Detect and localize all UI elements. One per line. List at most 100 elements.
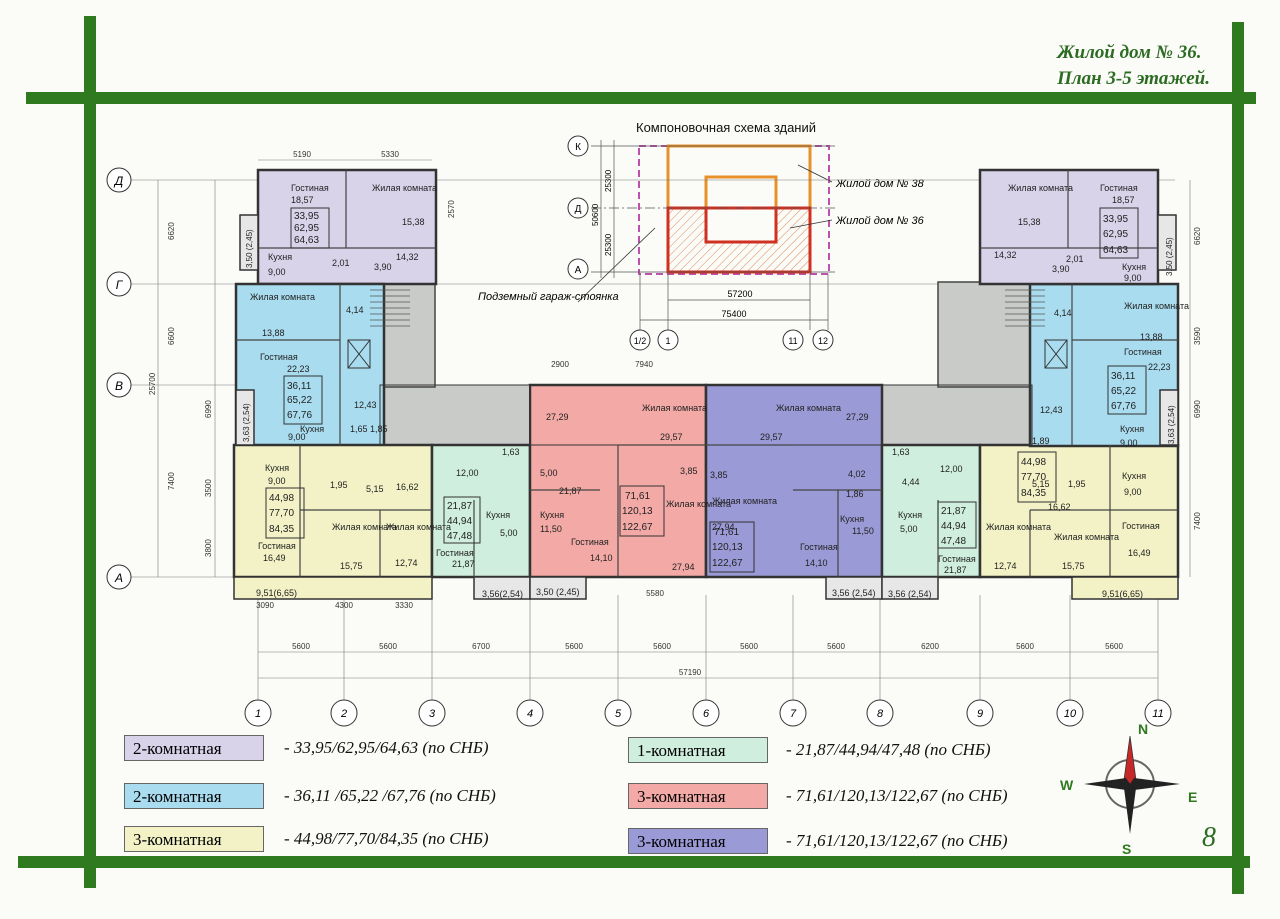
yl-areas-box: 44,98 77,70 84,35 xyxy=(265,487,305,539)
plan-labels: Гостиная 18,57 Жилая комната 15,38 Кухня… xyxy=(242,183,1189,599)
gr-bath: 1,63 xyxy=(892,447,910,457)
blue-area-2: 120,13 xyxy=(712,542,743,553)
axis-col-8: 8 xyxy=(877,708,884,720)
legend-label-4: 1-комнатная xyxy=(637,741,726,760)
yr-areas-box: 44,98 77,70 84,35 xyxy=(1017,451,1057,503)
blue-bath3: 1,86 xyxy=(846,489,864,499)
legend-value-1: - 33,95/62,95/64,63 (по СНБ) xyxy=(284,738,489,757)
red-bath: 3,85 xyxy=(680,466,698,476)
yr-area-1: 44,98 xyxy=(1021,457,1046,468)
lwm-area-3: 67,76 xyxy=(287,410,312,421)
red-area-3: 122,67 xyxy=(622,522,653,533)
rwt-area-1: 33,95 xyxy=(1103,214,1128,225)
apt-green-left xyxy=(430,443,532,579)
frame-bottom-bar xyxy=(18,856,1250,868)
yr-kitchen: Кухня xyxy=(1122,471,1146,481)
rwm-living: Гостиная xyxy=(1124,347,1162,357)
dim-right-3: 6990 xyxy=(1193,400,1202,418)
rwm-areas-box: 36,11 65,22 67,76 xyxy=(1107,365,1147,415)
legend-swatch-2: 2-комнатная xyxy=(124,783,264,809)
lwt-bath2: 3,90 xyxy=(374,262,392,272)
dim-wing-bl-1: 3090 xyxy=(256,601,274,610)
rwt-bath2: 3,90 xyxy=(1052,264,1070,274)
red-area-1: 71,61 xyxy=(625,491,650,502)
scheme-axis-k: К xyxy=(575,142,581,153)
gl-kitchen: Кухня xyxy=(486,510,510,520)
gl-living: Гостиная xyxy=(436,548,474,558)
yr-room1-area: 12,74 xyxy=(994,561,1017,571)
frame-top-bar xyxy=(26,92,1256,104)
dim-bottom-1: 5600 xyxy=(292,642,310,651)
lwt-area-3: 64,63 xyxy=(294,235,319,246)
rwm-hall: 12,43 xyxy=(1040,405,1063,415)
axis-row-a: А xyxy=(114,571,123,585)
rwm-area-2: 65,22 xyxy=(1111,386,1136,397)
legend-label-5: 3-комнатная xyxy=(637,787,726,806)
blue-kitchen-area: 11,50 xyxy=(852,526,874,536)
red-hall2: 21,87 xyxy=(559,486,582,496)
dim-left-6: 3800 xyxy=(204,539,213,557)
scheme-axis-11: 11 xyxy=(788,336,797,346)
scheme-label-house36: Жилой дом № 36 xyxy=(835,215,925,227)
lwm-bath3: 1,85 xyxy=(370,424,388,434)
left-dimensions: 6620 6600 6990 25700 7400 3500 3800 6620… xyxy=(148,200,1202,557)
legend-swatch-5: 3-комнатная xyxy=(628,783,768,809)
dim-bottom-2: 5600 xyxy=(379,642,397,651)
axis-col-5: 5 xyxy=(615,708,622,720)
yl-room1: Жилая комната xyxy=(332,522,397,532)
rwm-room: Жилая комната xyxy=(1124,301,1189,311)
rwm-bath2: 1,89 xyxy=(1032,436,1050,446)
scheme-house36-inner xyxy=(704,206,778,244)
gr-area-1: 21,87 xyxy=(941,506,966,517)
gl-bath: 1,63 xyxy=(502,447,520,457)
red-room3: Жилая комната xyxy=(666,499,731,509)
scheme-axis-1: 1 xyxy=(665,336,670,346)
blue-room3: Жилая комната xyxy=(712,496,777,506)
scheme-title: Компоновочная схема зданий xyxy=(636,120,816,135)
dim-top-left-1: 5190 xyxy=(293,150,311,159)
bottom-dimensions: 5600 5600 6700 5600 5600 5600 5600 6200 … xyxy=(256,150,1123,677)
apt-wing-right-mid xyxy=(1028,282,1180,448)
axis-col-10: 10 xyxy=(1064,708,1077,720)
lwm-area-2: 65,22 xyxy=(287,395,312,406)
axis-col-2: 2 xyxy=(340,708,347,720)
gl-areas-box: 21,87 44,94 47,48 xyxy=(443,496,481,544)
yr-living: Гостиная xyxy=(1122,521,1160,531)
dim-left-total: 25700 xyxy=(148,372,157,395)
legend-label-1: 2-комнатная xyxy=(133,739,222,758)
blue-areas-box: 71,61 120,13 122,67 xyxy=(709,521,755,573)
blue-area-3: 122,67 xyxy=(712,558,743,569)
yr-room1: Жилая комната xyxy=(986,522,1051,532)
axis-col-1: 1 xyxy=(255,708,261,720)
scheme-dim-50600: 50600 xyxy=(591,203,600,226)
dim-right-2: 3590 xyxy=(1193,327,1202,345)
frame-right-bar xyxy=(1232,22,1244,894)
dim-right-1: 6620 xyxy=(1193,227,1202,245)
dim-bottom-8: 6200 xyxy=(921,642,939,651)
lwm-kitchen: Кухня xyxy=(300,424,324,434)
rwt-bath1: 2,01 xyxy=(1066,254,1084,264)
gl-area-1: 21,87 xyxy=(447,501,472,512)
axis-row-g: Г xyxy=(116,278,124,292)
rwt-areas-box: 33,95 62,95 64,63 xyxy=(1099,207,1139,259)
dim-left-5: 3500 xyxy=(204,479,213,497)
lwt-area-1: 33,95 xyxy=(294,211,319,222)
yr-area-2: 77,70 xyxy=(1021,472,1046,483)
dim-left-3: 6990 xyxy=(204,400,213,418)
dim-mid-bottom: 5580 xyxy=(646,589,664,598)
dim-bottom-5: 5600 xyxy=(653,642,671,651)
page-title: Жилой дом № 36. План 3-5 этажей. xyxy=(1057,40,1210,92)
legend-swatch-6: 3-комнатная xyxy=(628,828,768,854)
lwm-room-area: 13,88 xyxy=(262,328,285,338)
axis-row-d: Д xyxy=(113,174,124,188)
blue-living-area: 14,10 xyxy=(805,558,828,568)
rwt-kitchen-area: 9,00 xyxy=(1124,273,1142,283)
gl-area-3: 47,48 xyxy=(447,531,472,542)
legend-swatch-1: 2-комнатная xyxy=(124,735,264,761)
dim-bottom-3: 6700 xyxy=(472,642,490,651)
rwt-living-area: 18,57 xyxy=(1112,195,1135,205)
dim-top-left-2: 5330 xyxy=(381,150,399,159)
compass-w: W xyxy=(1060,777,1074,793)
gr-areas-box: 21,87 44,94 47,48 xyxy=(937,501,977,549)
